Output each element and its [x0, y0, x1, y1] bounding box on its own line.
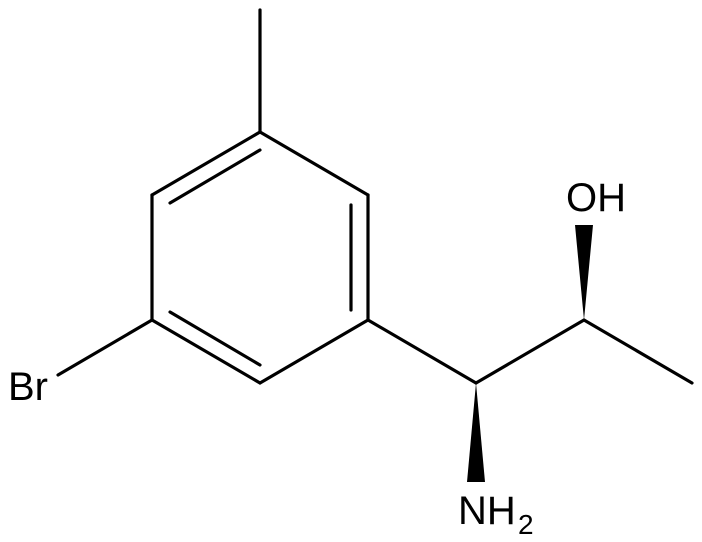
bond-ring-c3-c4 — [258, 318, 370, 385]
bond-ring-inner-3 — [168, 310, 262, 367]
bond-ring-c6-c1 — [150, 130, 262, 197]
atom-label-oh: OH — [566, 176, 626, 220]
atom-label-nh: NH — [458, 489, 516, 533]
atom-label-nh-subscript: 2 — [518, 509, 534, 540]
wedge-bond-oh — [575, 225, 593, 320]
wedge-bond-nh2 — [467, 383, 485, 482]
bond-c-br — [56, 318, 154, 377]
bond-c-beta-to-methyl — [582, 318, 694, 385]
bond-ring-inner-1 — [168, 148, 262, 205]
atom-label-br: Br — [8, 365, 48, 409]
bond-c-alpha-to-c-beta — [474, 318, 586, 385]
bond-ring-to-c-alpha — [366, 318, 478, 385]
bond-ring-c1-c2 — [258, 130, 370, 197]
bond-ring-c4-c5 — [150, 318, 262, 385]
